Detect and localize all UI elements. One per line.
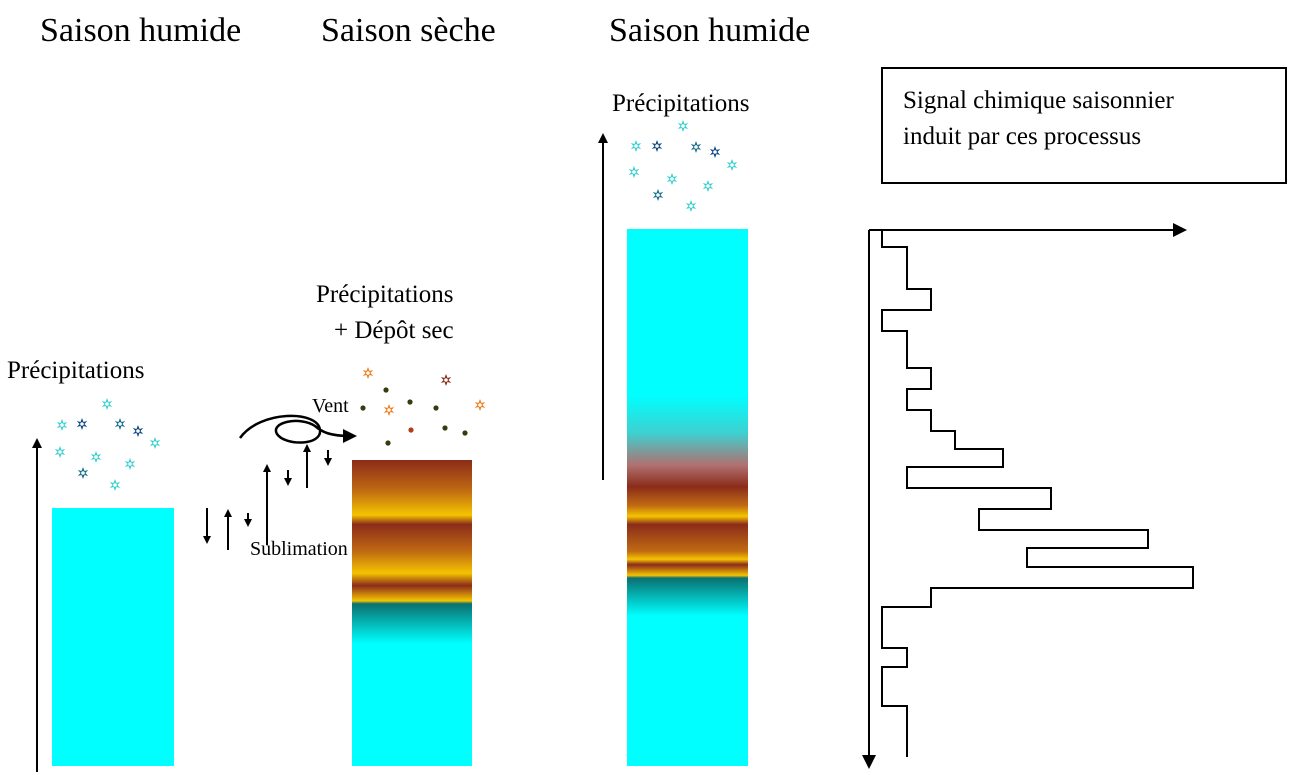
- signal-step-curve: [881, 230, 1194, 757]
- wind-label: Vent: [312, 395, 349, 417]
- signal-box-line-2: induit par ces processus: [903, 123, 1142, 150]
- precipitation-label-3: Précipitations: [612, 90, 750, 117]
- wind-swirl-icon: [238, 414, 357, 444]
- signal-info-box: Signal chimique saisonnier induit par ce…: [881, 67, 1287, 184]
- snowflake-icon-group-3: [628, 120, 738, 212]
- sublimation-arrows: [203, 444, 332, 550]
- snowflake-icon-group-1: [54, 398, 161, 491]
- ice-column-dry: [352, 460, 472, 766]
- season-title-wet-1: Saison humide: [40, 12, 242, 49]
- dry-deposit-particles: [360, 367, 486, 446]
- sublimation-label: Sublimation: [250, 538, 348, 560]
- precipitation-label-1: Précipitations: [7, 357, 145, 384]
- ice-column-wet-1: [52, 508, 174, 766]
- season-title-wet-2: Saison humide: [609, 12, 811, 49]
- ice-column-wet-2: [627, 229, 748, 766]
- season-title-dry: Saison sèche: [321, 12, 496, 49]
- signal-box-line-1: Signal chimique saisonnier: [903, 87, 1174, 114]
- dry-deposition-label: + Dépôt sec: [334, 317, 454, 344]
- precipitation-label-dry: Précipitations: [316, 281, 454, 308]
